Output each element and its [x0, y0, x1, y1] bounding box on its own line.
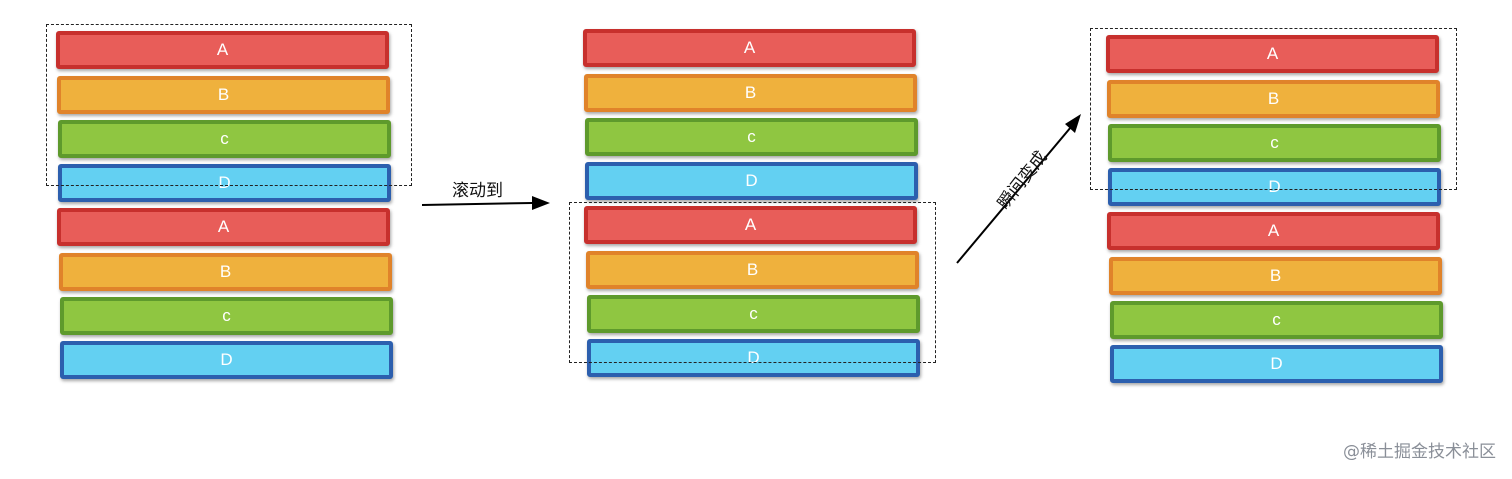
- bar-reset-3: D: [1108, 168, 1441, 206]
- arrow-label-instantly-becomes: 瞬间变成: [993, 147, 1052, 214]
- bar-label: A: [1266, 44, 1279, 63]
- bar-label: B: [746, 260, 759, 279]
- bar-scrolled-0: A: [583, 29, 916, 67]
- watermark: @稀土掘金技术社区: [1343, 442, 1496, 462]
- bar-label: c: [220, 129, 229, 148]
- bar-label: c: [747, 127, 756, 146]
- bar-reset-1: B: [1107, 80, 1440, 118]
- bar-label: A: [217, 217, 230, 236]
- bar-reset-2: c: [1108, 124, 1441, 162]
- bar-label: B: [744, 83, 757, 102]
- bar-label: D: [1270, 354, 1283, 373]
- bar-label: c: [1272, 310, 1281, 329]
- bar-label: B: [1269, 266, 1282, 285]
- bar-label: D: [220, 350, 233, 369]
- bar-reset-6: c: [1110, 301, 1443, 339]
- bar-label: A: [1267, 221, 1280, 240]
- bar-label: D: [747, 348, 760, 367]
- bar-label: D: [218, 173, 231, 192]
- bar-scrolled-1: B: [584, 74, 917, 112]
- bar-before-5: B: [59, 253, 392, 291]
- bar-scrolled-4: A: [584, 206, 917, 244]
- bar-label: c: [1270, 133, 1279, 152]
- bar-scrolled-5: B: [586, 251, 919, 289]
- bar-label: A: [743, 38, 756, 57]
- bar-before-1: B: [57, 76, 390, 114]
- bar-scrolled-7: D: [587, 339, 920, 377]
- bar-scrolled-6: c: [587, 295, 920, 333]
- bar-scrolled-2: c: [585, 118, 918, 156]
- bar-label: A: [216, 40, 229, 59]
- bar-label: c: [222, 306, 231, 325]
- bar-before-3: D: [58, 164, 391, 202]
- bar-label: c: [749, 304, 758, 323]
- bar-label: D: [745, 171, 758, 190]
- bar-reset-4: A: [1107, 212, 1440, 250]
- bar-before-7: D: [60, 341, 393, 379]
- bar-reset-7: D: [1110, 345, 1443, 383]
- bar-reset-0: A: [1106, 35, 1439, 73]
- bar-reset-5: B: [1109, 257, 1442, 295]
- bar-before-4: A: [57, 208, 390, 246]
- bar-label: B: [1267, 89, 1280, 108]
- bar-before-6: c: [60, 297, 393, 335]
- bar-label: B: [219, 262, 232, 281]
- bar-scrolled-3: D: [585, 162, 918, 200]
- bar-label: D: [1268, 177, 1281, 196]
- bar-before-0: A: [56, 31, 389, 69]
- bar-label: B: [217, 85, 230, 104]
- bar-label: A: [744, 215, 757, 234]
- bar-before-2: c: [58, 120, 391, 158]
- arrow-label-scroll-to: 滚动到: [452, 181, 503, 201]
